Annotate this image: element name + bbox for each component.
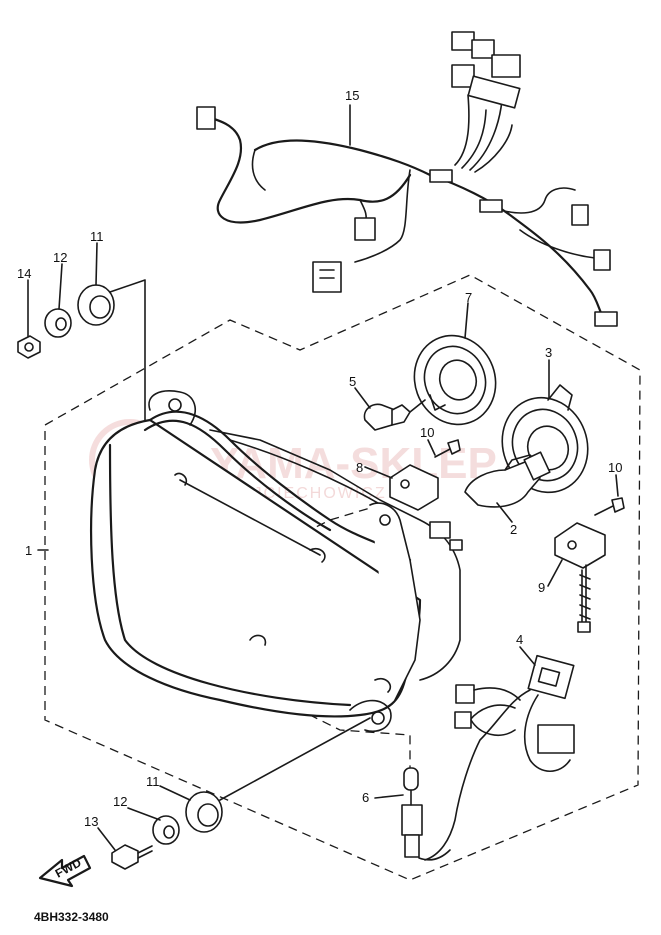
part-5-bulb (363, 399, 426, 431)
callout-12b: 12 (113, 794, 127, 809)
callout-11a: 11 (90, 229, 104, 244)
upper-grommet-stack (17, 279, 146, 421)
part-7-socket (413, 334, 497, 426)
leader-lines (27, 104, 619, 851)
callout-labels: 15 7 3 5 10 10 8 2 9 4 6 1 14 12 11 11 1… (17, 88, 622, 829)
callout-7: 7 (465, 290, 472, 305)
part-9-adjuster (554, 522, 606, 633)
callout-10b: 10 (608, 460, 622, 475)
part-code: 4BH332-3480 (34, 910, 109, 924)
callout-9: 9 (538, 580, 545, 595)
callout-4: 4 (516, 632, 523, 647)
callout-13: 14 (17, 266, 31, 281)
part-8-bracket (389, 464, 439, 511)
callout-6: 6 (362, 790, 369, 805)
callout-2: 2 (510, 522, 517, 537)
callout-1: 1 (25, 543, 32, 558)
part-2-bulb (464, 451, 551, 508)
wiring-harness (196, 31, 618, 327)
callout-12a: 12 (53, 250, 67, 265)
callout-14: 13 (84, 814, 98, 829)
part-4-connector (424, 654, 575, 861)
callout-10a: 10 (420, 425, 434, 440)
part-6-socket (401, 767, 451, 861)
part-10-screws (434, 439, 625, 516)
lower-grommet-stack (111, 717, 371, 870)
callout-11b: 11 (146, 774, 160, 789)
callout-8: 8 (356, 460, 363, 475)
fwd-arrow: FWD (38, 854, 92, 888)
callout-15: 15 (345, 88, 359, 103)
callout-3: 3 (545, 345, 552, 360)
callout-5: 5 (349, 374, 356, 389)
headlight-assembly (90, 390, 463, 732)
